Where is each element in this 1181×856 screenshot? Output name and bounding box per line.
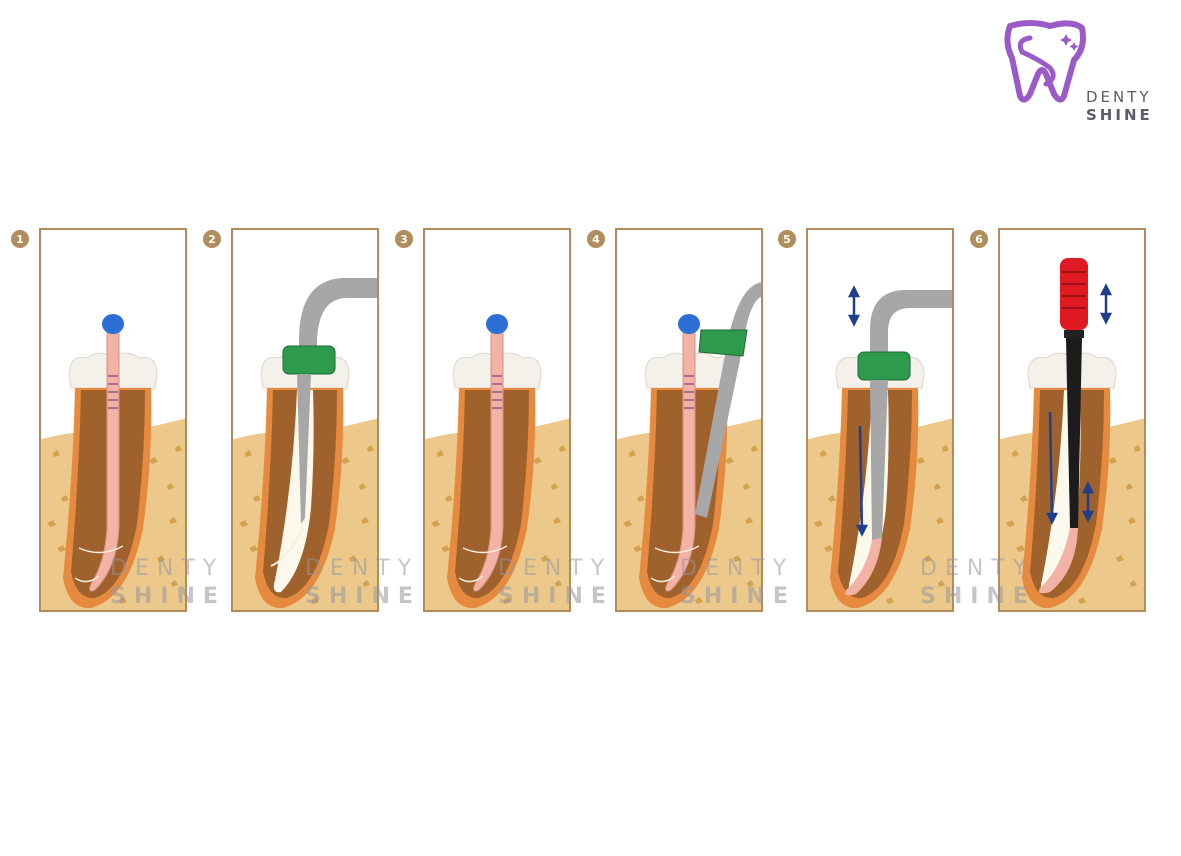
step-2: 2 xyxy=(203,228,379,612)
step-4: 4 xyxy=(587,228,763,612)
tooth-condense-icon xyxy=(806,228,954,612)
step-number-badge: 4 xyxy=(587,230,605,248)
tooth-logo-icon xyxy=(1004,20,1086,103)
step-6: 6 xyxy=(970,228,1146,612)
brand-name-line2: SHINE xyxy=(1086,106,1153,124)
brand-name-line1: DENTY xyxy=(1086,88,1152,106)
step-3: 3 xyxy=(395,228,571,612)
step-5: 5 xyxy=(778,228,954,612)
tooth-plugger-icon xyxy=(615,228,763,612)
step-number-badge: 5 xyxy=(778,230,796,248)
tooth-backfill-icon xyxy=(998,228,1146,612)
step-number-badge: 6 xyxy=(970,230,988,248)
tooth-cone-icon xyxy=(423,228,571,612)
step-number-badge: 1 xyxy=(11,230,29,248)
step-number-badge: 2 xyxy=(203,230,221,248)
tooth-cone-icon xyxy=(39,228,187,612)
step-number-badge: 3 xyxy=(395,230,413,248)
tooth-spreader-icon xyxy=(231,228,379,612)
brand-logo: DENTY SHINE xyxy=(1000,18,1160,124)
step-1: 1 xyxy=(11,228,187,612)
